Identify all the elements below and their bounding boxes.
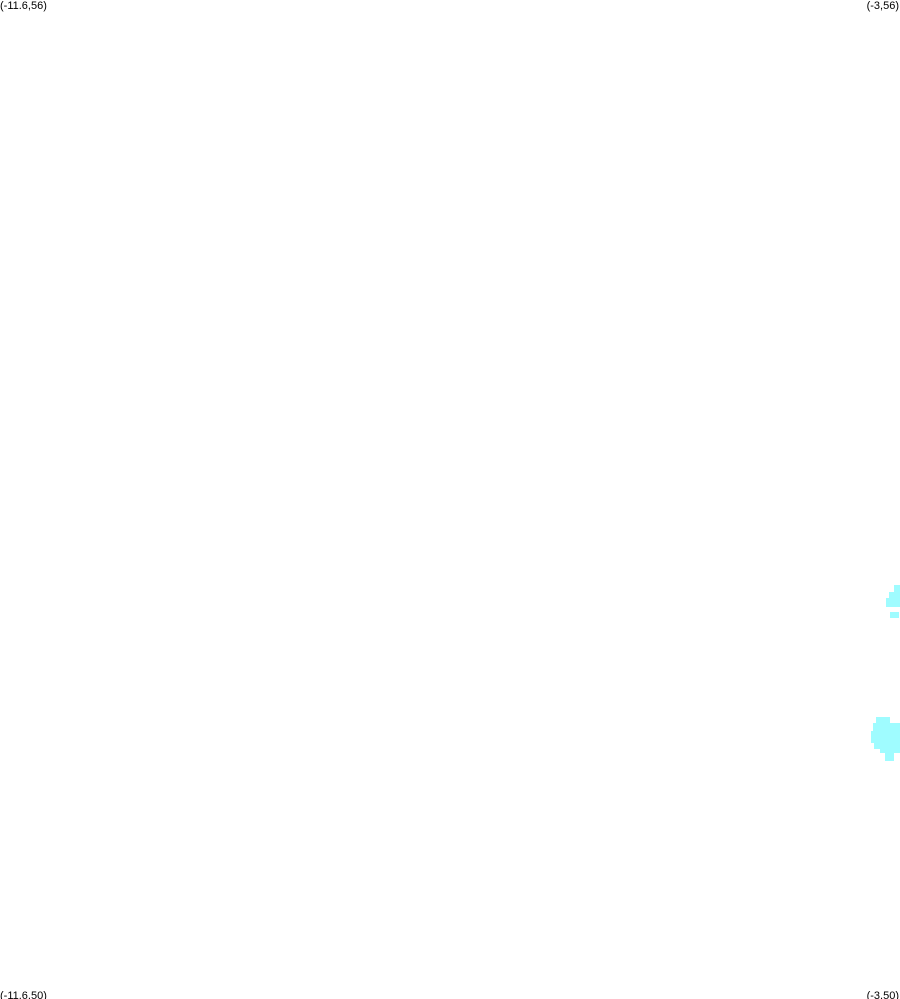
- corner-label-bottom-left: (-11.6,50): [0, 990, 47, 999]
- corner-label-top-left: (-11.6,56): [0, 0, 47, 12]
- corner-label-bottom-right: (-3,50): [866, 990, 899, 999]
- corner-label-top-right: (-3,56): [866, 0, 899, 12]
- land-patch-lower: [871, 717, 900, 761]
- land-patch-upper: [886, 585, 900, 618]
